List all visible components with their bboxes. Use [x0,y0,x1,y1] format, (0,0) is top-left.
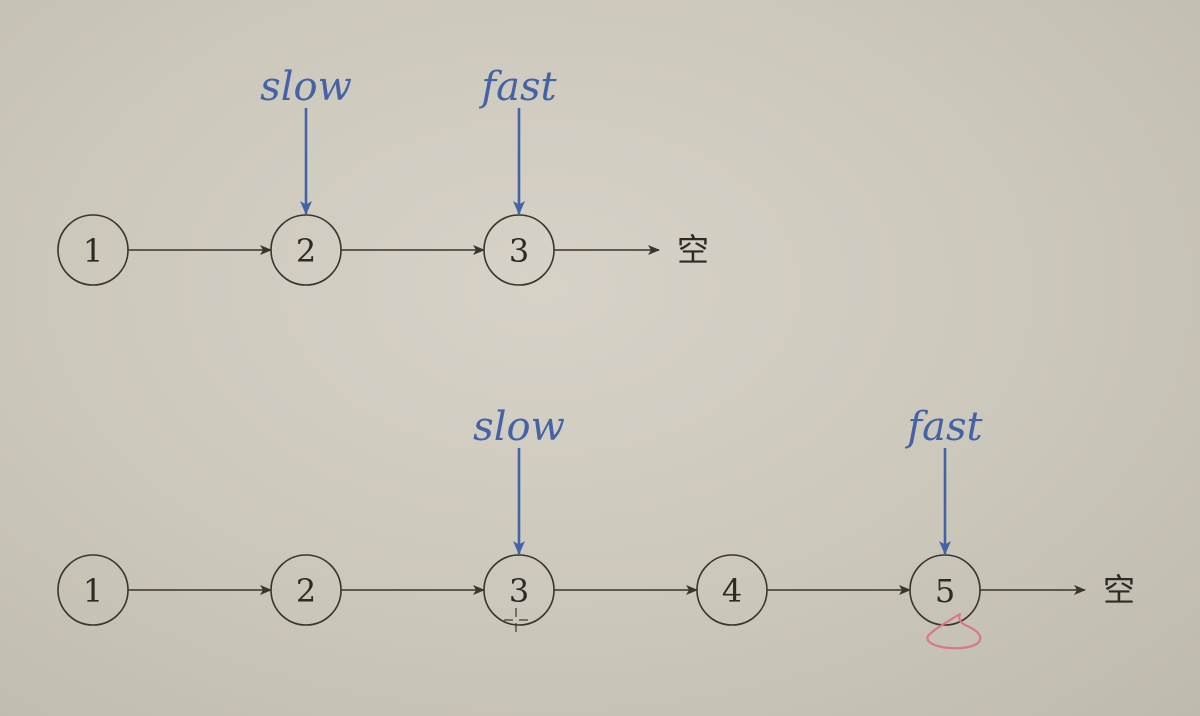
slow-pointer-label: slow [260,64,352,110]
list-node: 5 [909,554,981,626]
slow-pointer: slow [260,64,352,215]
list-node: 3 [483,214,555,286]
node-value: 3 [509,572,529,610]
list-node: 2 [270,214,342,286]
list-node: 2 [270,554,342,626]
slow-pointer: slow [473,404,565,555]
hand-drawn-annotation [926,612,982,650]
fast-pointer: fast [904,404,984,555]
list-five-nodes: 1 2 3 4 5 空 slow fast [57,404,1135,626]
fast-pointer-label: fast [904,404,983,450]
null-label: 空 [1103,571,1135,609]
node-value: 1 [83,232,103,270]
fast-pointer: fast [478,64,558,215]
list-node: 4 [696,554,768,626]
list-node: 1 [57,214,129,286]
node-value: 2 [296,572,316,610]
list-three-nodes: 1 2 3 空 slow fast [57,64,709,286]
node-value: 2 [296,232,316,270]
fast-pointer-label: fast [478,64,557,110]
node-value: 5 [935,572,955,610]
cursor-crosshair-icon [504,608,528,632]
null-label: 空 [677,231,709,269]
node-value: 1 [83,572,103,610]
node-value: 4 [722,572,742,610]
list-node: 1 [57,554,129,626]
slow-pointer-label: slow [473,404,565,450]
list-node: 3 [483,554,555,626]
node-value: 3 [509,232,529,270]
